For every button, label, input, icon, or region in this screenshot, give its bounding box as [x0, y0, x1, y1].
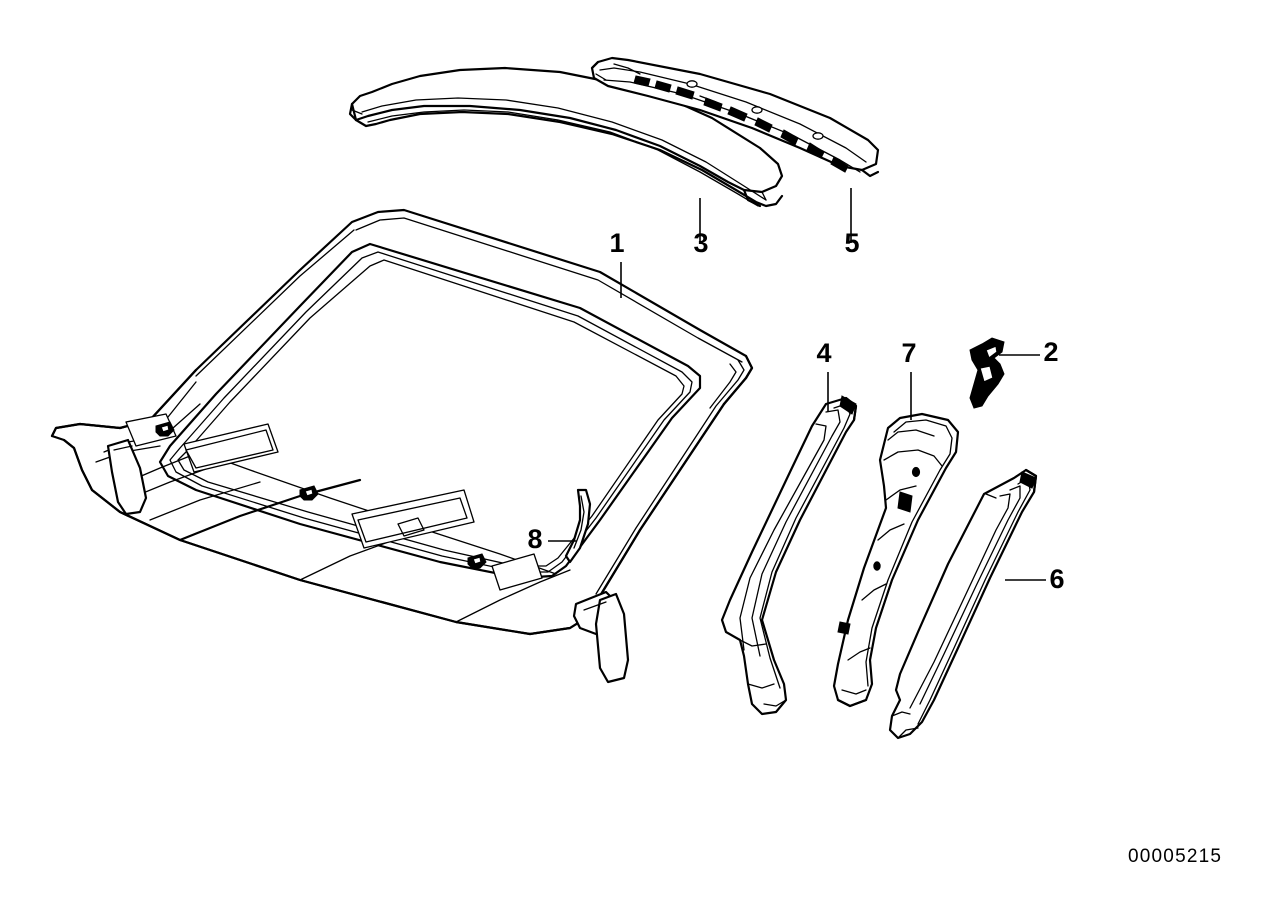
- roof-clip-detail: [299, 485, 319, 501]
- callout-label-6: 6: [1049, 564, 1064, 594]
- callout-label-1: 1: [609, 228, 624, 258]
- callout-label-4: 4: [816, 338, 831, 368]
- callout-label-7: 7: [901, 338, 916, 368]
- callout-label-8: 8: [527, 524, 542, 554]
- callout-label-3: 3: [693, 228, 708, 258]
- part-rear-roof-rail: [590, 56, 880, 178]
- part-roof-panel: [50, 208, 754, 684]
- callout-labels: 1 3 5 4 7 2 6 8: [527, 228, 1064, 594]
- part-front-roof-bow: [348, 66, 784, 208]
- roof-frame-hook-detail: [564, 488, 592, 564]
- part-roof-side-rail-left: [720, 395, 858, 716]
- diagram-part-number: 00005215: [1128, 846, 1222, 867]
- callout-label-5: 5: [844, 228, 859, 258]
- part-reinforcement-bracket: [969, 337, 1005, 409]
- roof-clip-detail: [467, 553, 487, 569]
- callout-label-2: 2: [1043, 337, 1058, 367]
- roof-clip-detail: [155, 421, 175, 437]
- callout-leaders: [548, 188, 1046, 581]
- part-windshield-a-pillar: [832, 412, 960, 708]
- part-roof-side-rail-right: [888, 468, 1038, 740]
